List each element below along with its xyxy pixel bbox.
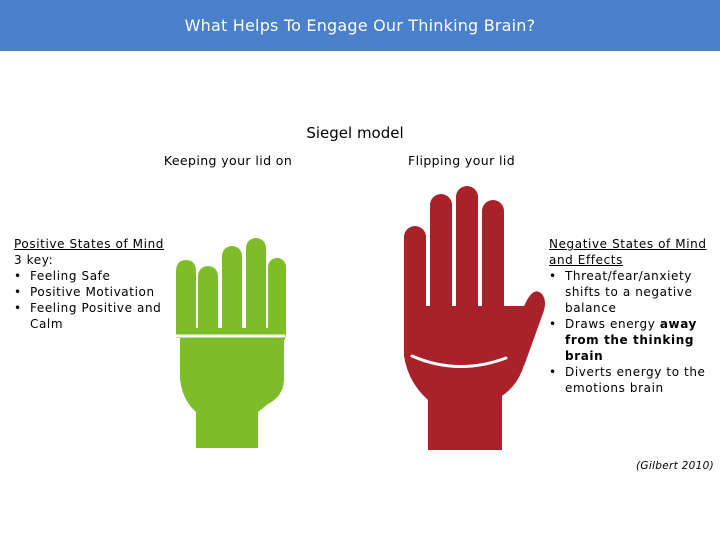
title-bar: What Helps To Engage Our Thinking Brain? (0, 0, 720, 51)
right-panel: Negative States of Mind and Effects Thre… (549, 236, 717, 396)
list-item: Feeling Positive and Calm (14, 300, 170, 332)
list-item-text: Draws energy (565, 317, 660, 331)
list-item: Threat/fear/anxiety shifts to a negative… (549, 268, 717, 316)
list-item: Feeling Safe (14, 268, 170, 284)
right-panel-heading: Negative States of Mind and Effects (549, 237, 707, 267)
right-caption: Flipping your lid (408, 153, 516, 168)
fist-icon (174, 238, 286, 448)
left-panel-list: Feeling Safe Positive Motivation Feeling… (14, 268, 170, 332)
left-panel-heading: Positive States of Mind (14, 237, 164, 251)
citation: (Gilbert 2010) (636, 460, 714, 472)
page-title: What Helps To Engage Our Thinking Brain? (184, 16, 536, 35)
left-panel: Positive States of Mind 3 key: Feeling S… (14, 236, 170, 332)
left-panel-intro: 3 key: (14, 253, 54, 267)
list-item-emphasis: away from the thinking brain (565, 317, 697, 363)
open-hand-icon (404, 186, 545, 450)
model-title: Siegel model (306, 124, 404, 142)
list-item: Draws energy away from the thinking brai… (549, 316, 717, 364)
list-item: Positive Motivation (14, 284, 170, 300)
list-item: Diverts energy to the emotions brain (549, 364, 717, 396)
right-panel-list: Threat/fear/anxiety shifts to a negative… (549, 268, 717, 396)
left-caption: Keeping your lid on (163, 153, 293, 168)
